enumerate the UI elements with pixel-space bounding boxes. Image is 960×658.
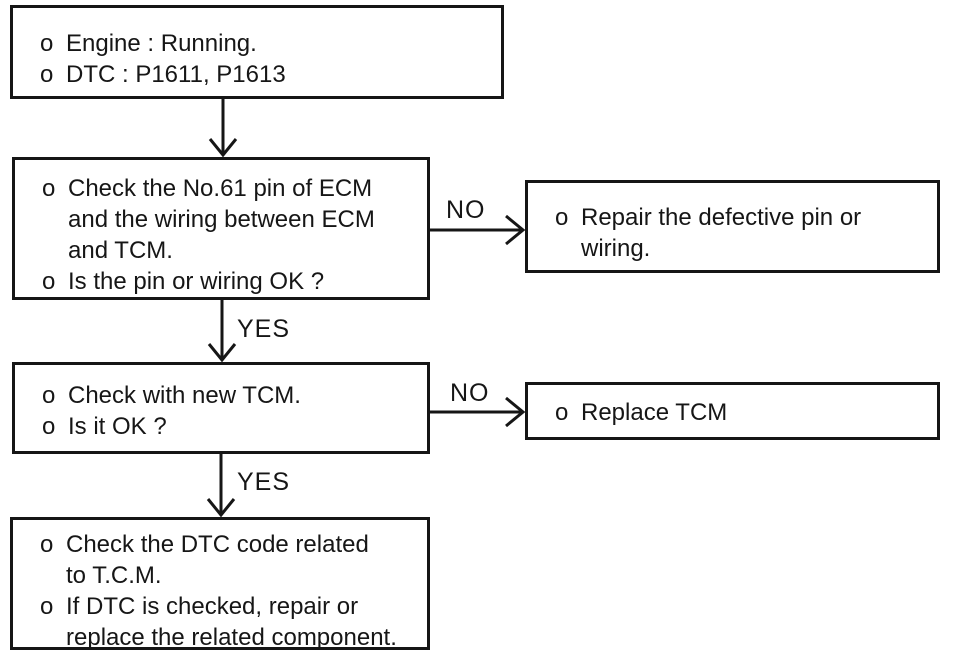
list-item: o Engine : Running. (13, 28, 501, 59)
bullet-marker: o (555, 399, 569, 426)
list-item: o Check with new TCM. (15, 380, 427, 411)
bullet-marker: o (42, 413, 56, 440)
branch-label-no-1: NO (446, 196, 486, 224)
arrow-down-yes-to-check-tcm (207, 300, 237, 363)
check-tcm-box: o Check with new TCM. o Is it OK ? (12, 362, 430, 454)
bullet-marker: o (40, 30, 54, 57)
arrow-down-start-to-check-pin (208, 98, 238, 158)
pin-wiring-ok-question: Is the pin or wiring OK ? (68, 268, 325, 295)
check-pin-line-3: and TCM. (68, 237, 173, 264)
branch-label-yes-1: YES (237, 315, 291, 343)
is-it-ok-question: Is it OK ? (68, 413, 167, 440)
bullet-marker: o (42, 268, 56, 295)
list-item: o Replace TCM (528, 397, 937, 428)
check-dtc-box: o Check the DTC code related to T.C.M. o… (10, 517, 430, 653)
bullet-marker: o (555, 204, 569, 231)
list-item: o Is the pin or wiring OK ? (15, 266, 427, 297)
check-pin-line-2: and the wiring between ECM (68, 206, 375, 233)
branch-label-yes-2: YES (237, 468, 291, 496)
repair-component-line-1: If DTC is checked, repair or (66, 593, 359, 620)
list-item: o Check the DTC code related to T.C.M. (13, 529, 427, 591)
replace-tcm-box: o Replace TCM (525, 382, 940, 440)
bullet-marker: o (40, 61, 54, 88)
check-pin-line-1: Check the No.61 pin of ECM (68, 175, 373, 202)
bullet-marker: o (40, 531, 54, 558)
bullet-marker: o (42, 382, 56, 409)
repair-component-line-2: replace the related component. (66, 624, 397, 651)
start-condition-box: o Engine : Running. o DTC : P1611, P1613 (10, 5, 504, 99)
bullet-marker: o (42, 175, 56, 202)
repair-pin-line-2: wiring. (581, 235, 651, 262)
check-tcm-text: Check with new TCM. (68, 382, 301, 409)
bullet-marker: o (40, 593, 54, 620)
list-item: o If DTC is checked, repair or replace t… (13, 591, 427, 653)
engine-status-text: Engine : Running. (66, 30, 257, 57)
replace-tcm-text: Replace TCM (581, 399, 728, 426)
arrow-down-yes-to-check-dtc (206, 454, 236, 518)
check-dtc-line-2: to T.C.M. (66, 562, 162, 589)
list-item: o Repair the defective pin or wiring. (528, 202, 937, 264)
list-item: o Check the No.61 pin of ECM and the wir… (15, 173, 427, 266)
branch-label-no-2: NO (450, 379, 490, 407)
check-dtc-line-1: Check the DTC code related (66, 531, 369, 558)
repair-pin-line-1: Repair the defective pin or (581, 204, 862, 231)
list-item: o Is it OK ? (15, 411, 427, 442)
repair-pin-box: o Repair the defective pin or wiring. (525, 180, 940, 273)
list-item: o DTC : P1611, P1613 (13, 59, 501, 90)
dtc-codes-text: DTC : P1611, P1613 (66, 61, 286, 88)
check-pin-box: o Check the No.61 pin of ECM and the wir… (12, 157, 430, 300)
